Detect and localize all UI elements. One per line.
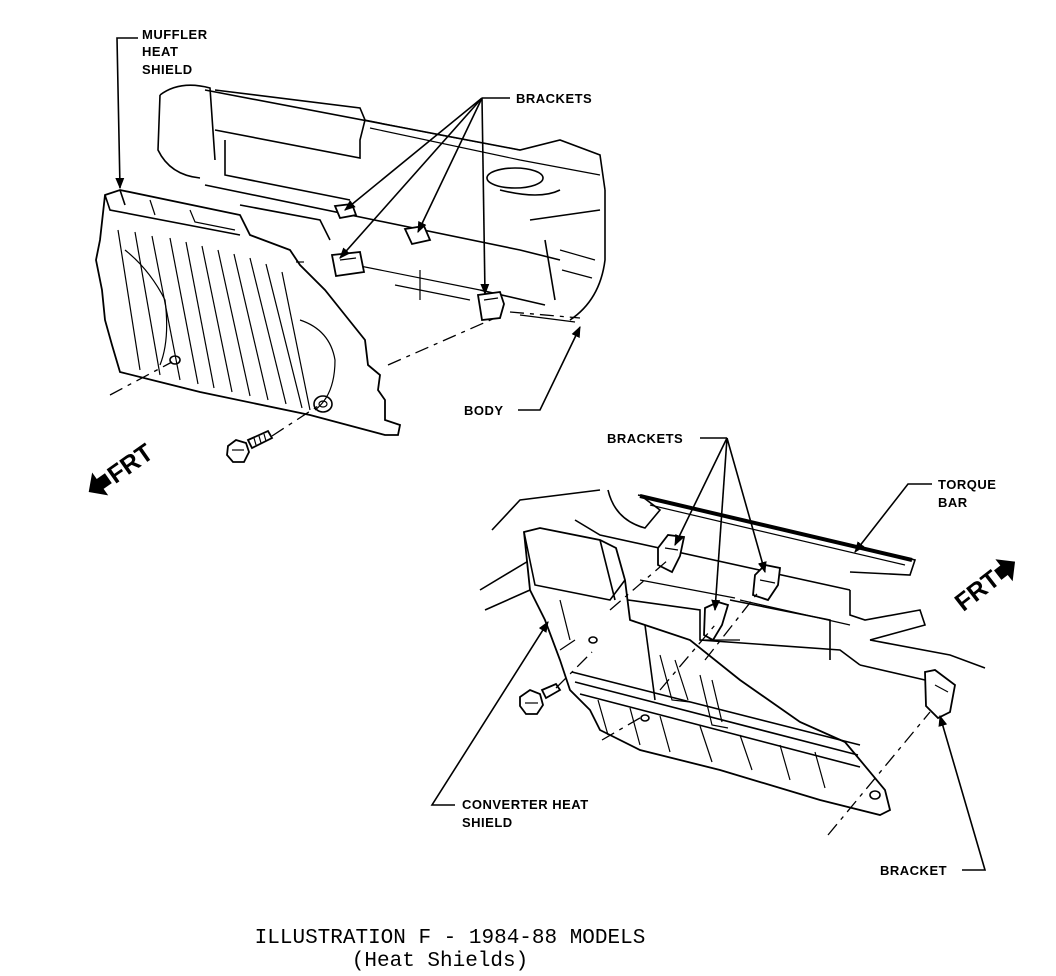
guide-line-bolt xyxy=(271,405,319,437)
guide-line-left xyxy=(109,361,173,396)
guide-line-bracket-b xyxy=(659,624,716,691)
callout-labels: MUFFLER HEAT SHIELD BRACKETS BODY BRACKE… xyxy=(142,27,996,878)
label-torque-line1: TORQUE xyxy=(938,477,996,492)
label-brackets-top: BRACKETS xyxy=(516,91,592,106)
frt-arrow-left: FRT xyxy=(88,439,159,496)
bolt-bottom xyxy=(519,682,562,715)
caption-line2: (Heat Shields) xyxy=(352,950,528,973)
label-muffler-line3: SHIELD xyxy=(142,62,193,77)
leader-bracket-top-3 xyxy=(339,97,483,259)
guide-line-shield-body xyxy=(509,311,581,319)
leader-converter xyxy=(430,621,549,806)
frt-label-left: FRT xyxy=(103,439,159,490)
guide-line-rear-bracket-bottom xyxy=(827,711,931,836)
label-body: BODY xyxy=(464,403,504,418)
caption-line1: ILLUSTRATION F - 1984-88 MODELS xyxy=(255,927,646,950)
label-muffler-line1: MUFFLER xyxy=(142,27,208,42)
guide-line-bracket-a xyxy=(609,559,669,611)
label-brackets-mid: BRACKETS xyxy=(607,431,683,446)
leader-bracket-top-4 xyxy=(480,97,490,296)
leader-bracket-top-2 xyxy=(417,97,483,234)
leader-bracket-bottom xyxy=(938,714,987,871)
label-converter-line1: CONVERTER HEAT xyxy=(462,797,589,812)
bottom-illustration: FRT xyxy=(430,437,1016,871)
torque-bar xyxy=(639,494,913,562)
top-illustration: FRT xyxy=(88,37,606,496)
leader-muffler xyxy=(115,37,138,190)
guide-line-rear-bracket xyxy=(387,317,496,366)
label-torque-line2: BAR xyxy=(938,495,968,510)
leader-torque-bar xyxy=(854,483,932,553)
frt-arrow-right: FRT xyxy=(950,559,1016,617)
leader-body xyxy=(518,325,581,411)
label-muffler-line2: HEAT xyxy=(142,44,178,59)
underbody-structure-bottom xyxy=(479,489,986,681)
leader-bracket-top-1 xyxy=(344,97,483,211)
guide-line-lower-left xyxy=(601,714,646,741)
guide-line-bolt-bottom xyxy=(555,651,593,689)
label-bracket-bottom: BRACKET xyxy=(880,863,947,878)
underbody-structure-top xyxy=(157,84,606,323)
top-brackets xyxy=(330,203,505,321)
leader-bracket-mid-2 xyxy=(711,437,728,612)
caption: ILLUSTRATION F - 1984-88 MODELS (Heat Sh… xyxy=(255,927,646,973)
leader-bracket-mid-1 xyxy=(674,437,728,547)
bolt-top xyxy=(226,429,274,463)
label-converter-line2: SHIELD xyxy=(462,815,513,830)
muffler-heat-shield xyxy=(95,189,402,436)
leader-bracket-mid-3 xyxy=(726,437,767,574)
converter-heat-shield xyxy=(523,527,892,816)
